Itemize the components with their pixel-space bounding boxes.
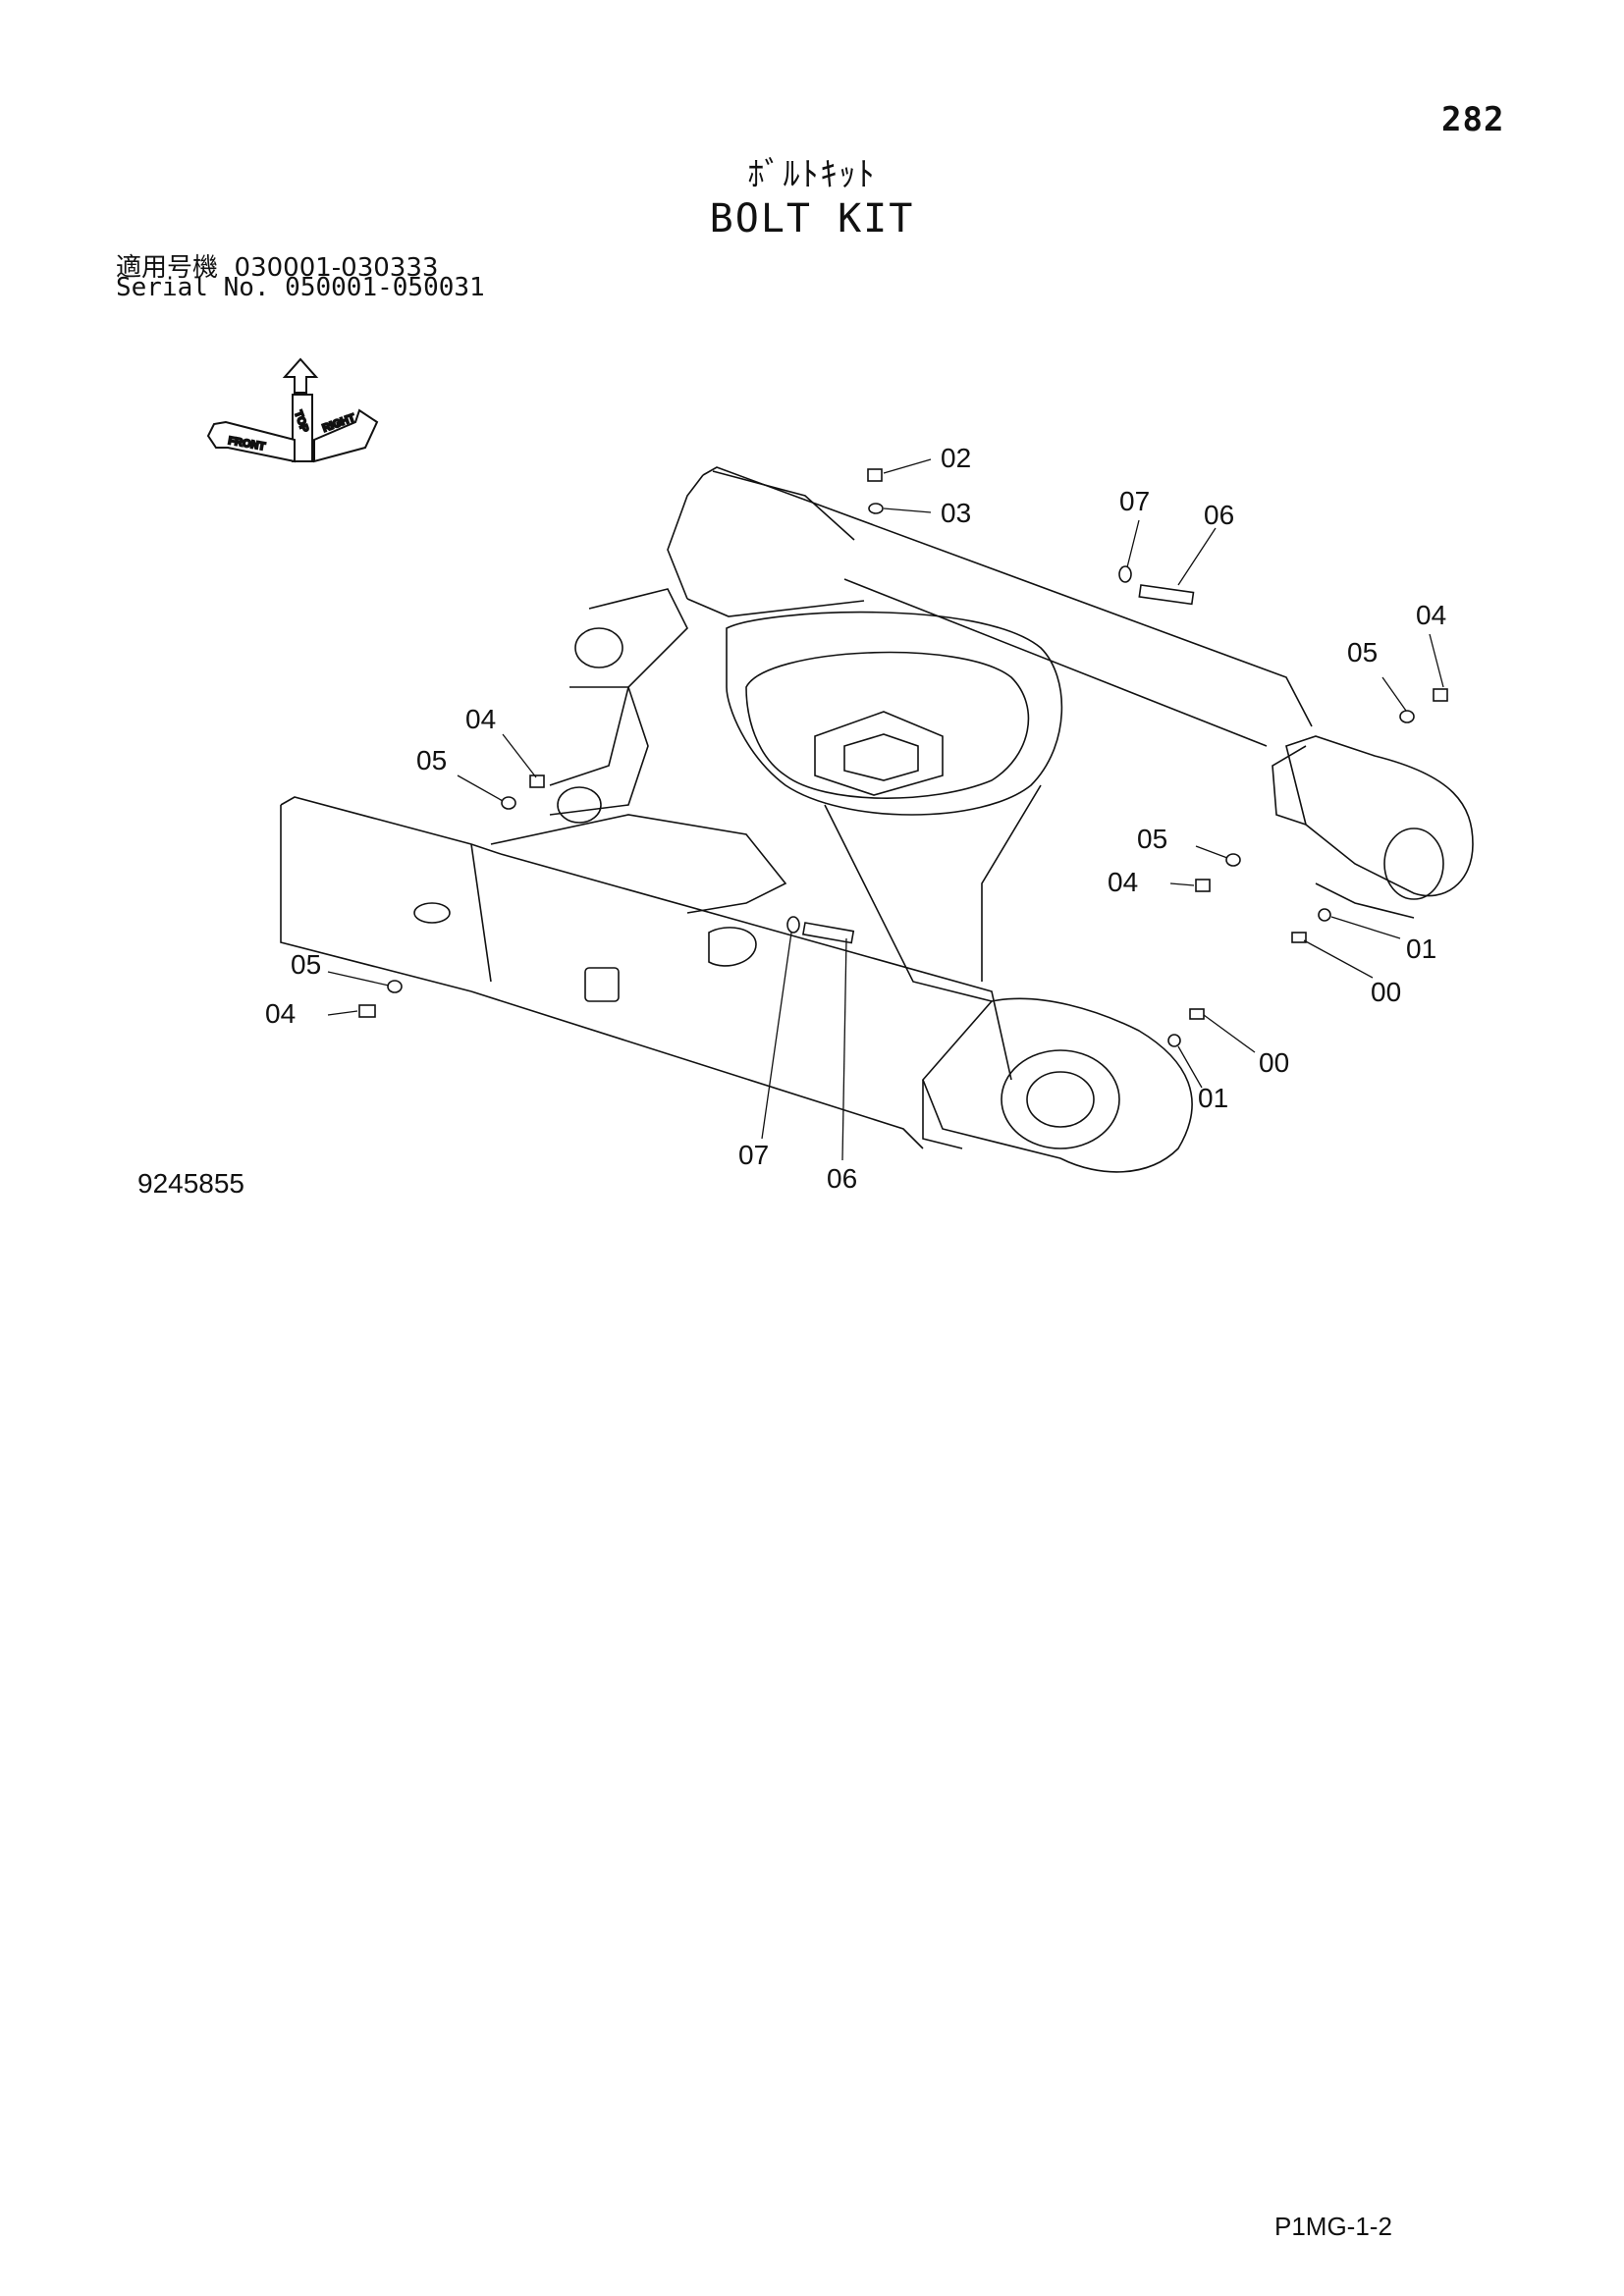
callout-07: 07 [1119,486,1150,516]
callout-05: 05 [416,745,447,775]
callout-06: 06 [1204,500,1234,530]
serial-range-english: Serial No. 050001-050031 [116,273,485,302]
page-code: P1MG-1-2 [1274,2212,1392,2241]
bolt-hardware [358,468,1448,1047]
callout-04: 04 [1416,600,1446,630]
track-frame-drawing [280,466,1474,1173]
page-number: 282 [1441,100,1505,139]
callout-06: 06 [827,1163,857,1194]
callout-04: 04 [265,998,296,1029]
callout-07: 07 [738,1140,769,1170]
orientation-arrows-icon: FRONT TOP RIGHT [206,357,379,463]
leader-lines [327,458,1444,1161]
callout-01: 01 [1198,1083,1228,1113]
callout-05: 05 [1347,637,1378,667]
callout-02: 02 [941,443,971,473]
callout-01: 01 [1406,934,1436,964]
serial-range-japanese: 適用号機 030001-030333 [116,253,439,283]
callout-00: 00 [1259,1047,1289,1078]
callout-labels: 02 03 07 06 04 05 04 05 05 04 01 00 05 0… [265,443,1446,1194]
callout-03: 03 [941,498,971,528]
callout-04: 04 [465,704,496,734]
figure-number: 9245855 [137,1168,245,1199]
title-english: BOLT KIT [709,196,915,241]
title-japanese: ﾎﾞﾙﾄｷｯﾄ [747,155,877,194]
callout-00: 00 [1371,977,1401,1007]
callout-05: 05 [1137,824,1167,854]
callout-05: 05 [291,949,321,980]
callout-04: 04 [1108,867,1138,897]
